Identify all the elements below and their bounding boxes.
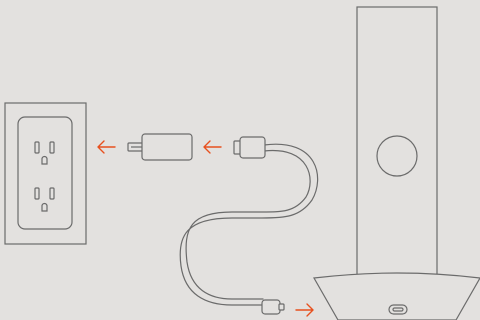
outlet-socket-bottom [35,188,54,211]
cable-outer-line [180,144,317,305]
cable-to-adapter-arrow-icon [204,141,221,153]
cable-plug-bottom [262,300,284,314]
outlet-socket-top [35,142,54,164]
wall-outlet-icon [5,103,86,244]
cable-to-stand-arrow-icon [296,304,313,316]
usb-cable-icon [180,137,317,314]
power-adapter-icon [128,134,192,160]
adapter-body [142,134,192,160]
cable-inner-line [186,151,310,299]
outlet-wall-plate [5,103,86,244]
stand-usb-port-inner [393,308,403,311]
cable-plug-top [234,137,265,158]
charging-stand-icon [314,7,480,320]
adapter-to-outlet-arrow-icon [98,141,115,153]
outlet-face [18,117,72,229]
stand-charging-pad [377,136,417,176]
